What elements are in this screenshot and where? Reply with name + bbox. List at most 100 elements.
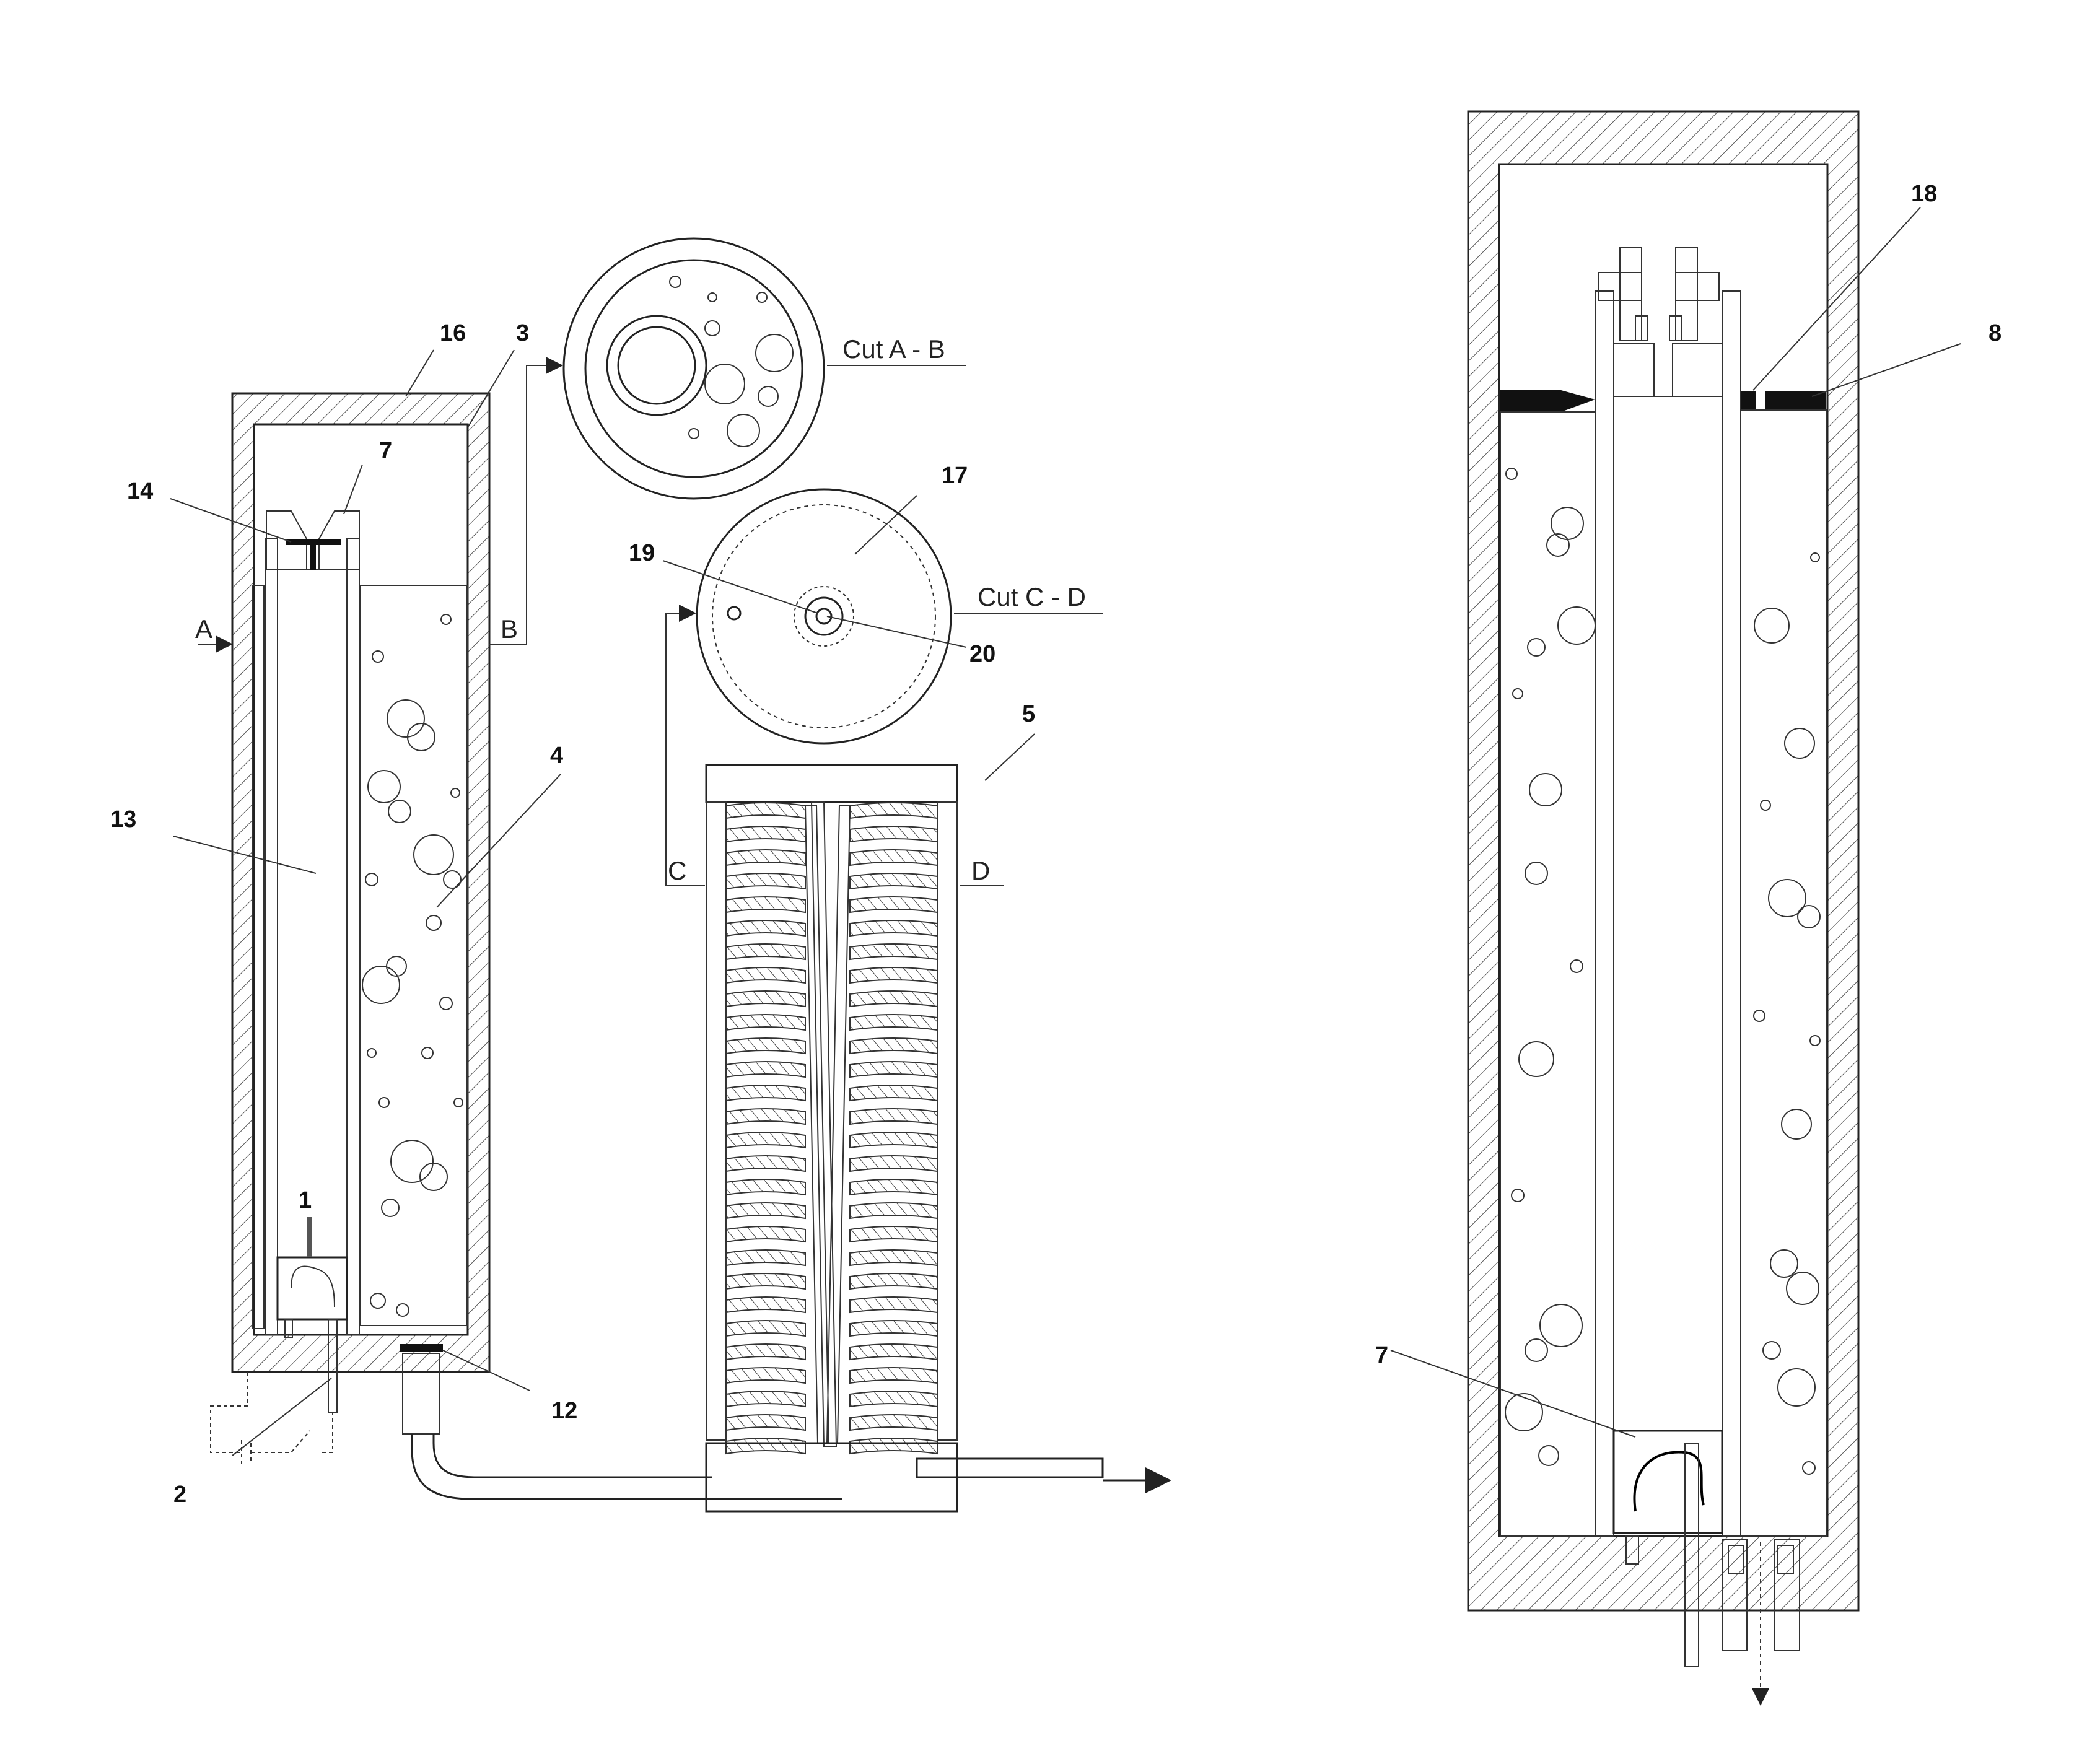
label-2: 2 <box>173 1482 186 1508</box>
label-16: 16 <box>440 320 466 346</box>
filter-disc-layer <box>850 1415 937 1430</box>
marker-b: B <box>501 614 518 644</box>
filter-disc-layer <box>850 944 937 959</box>
label-12: 12 <box>551 1398 577 1424</box>
filter-disc-layer <box>726 897 805 912</box>
marker-d: D <box>971 856 990 885</box>
tube-13-left-wall <box>265 539 278 1335</box>
filter-disc-layer <box>726 1273 805 1289</box>
top-plug-right <box>1673 344 1722 396</box>
cut-cd-label: Cut C - D <box>978 582 1086 611</box>
filter-disc-layer <box>850 1156 937 1171</box>
top-fitting-right <box>1676 248 1697 341</box>
filter-disc-layer <box>850 1344 937 1360</box>
label-19: 19 <box>629 540 655 566</box>
filter-disc-layer <box>726 1226 805 1242</box>
filter-disc-layer <box>726 1038 805 1054</box>
filter-discs <box>726 803 937 1454</box>
filter-disc-layer <box>850 826 937 842</box>
filter-disc-layer <box>726 1085 805 1101</box>
label-18: 18 <box>1911 181 1937 207</box>
filter-disc-layer <box>850 1085 937 1101</box>
cut-ab-section <box>564 238 824 499</box>
filter-top-cap <box>706 765 957 802</box>
filter-disc-layer <box>850 850 937 865</box>
filter-disc-layer <box>726 1062 805 1077</box>
valve-stem <box>310 542 316 570</box>
central-tube-right-wall <box>1722 291 1741 1536</box>
filter-disc-layer <box>726 1391 805 1407</box>
filter-disc-layer <box>850 1226 937 1242</box>
heater-wire <box>291 1266 335 1307</box>
membrane-8-right <box>1741 391 1826 409</box>
porous-plug-1 <box>278 1257 347 1319</box>
filter-disc-layer <box>850 991 937 1007</box>
filter-disc-layer <box>726 1415 805 1430</box>
filter-disc-layer <box>850 1062 937 1077</box>
marker-b-line <box>489 365 561 644</box>
filter-disc-dashed <box>712 505 935 728</box>
label-17: 17 <box>942 463 968 489</box>
filter-disc-layer <box>726 1250 805 1265</box>
filter-disc-layer <box>850 1109 937 1124</box>
filter-disc-layer <box>726 991 805 1007</box>
bubbles-cut-ab <box>670 276 793 447</box>
bubbles-left <box>362 614 463 1316</box>
filter-disc-layer <box>726 1109 805 1124</box>
right-porous-left <box>1500 412 1595 1536</box>
core-ring <box>794 587 854 646</box>
label-5: 5 <box>1022 701 1035 727</box>
porous-filling-4 <box>361 585 467 1325</box>
bubbles-right <box>1505 468 1820 1474</box>
top-fitting-left <box>1620 248 1642 341</box>
filter-disc-layer <box>726 967 805 983</box>
filter-disc-layer <box>850 873 937 889</box>
label-14: 14 <box>127 478 153 504</box>
vent-hole <box>728 607 740 619</box>
filter-disc-layer <box>850 1273 937 1289</box>
tube-13-bore <box>278 570 347 1257</box>
right-porous-right <box>1741 410 1826 1536</box>
filter-disc-layer <box>850 1368 937 1383</box>
central-tube-left-wall <box>1595 291 1614 1536</box>
filter-disc-layer <box>726 1203 805 1218</box>
filter-disc-layer <box>726 1132 805 1148</box>
filter-disc-layer <box>726 1156 805 1171</box>
filter-disc-layer <box>726 944 805 959</box>
cut-ab-tube <box>607 316 706 415</box>
cut-ab-label: Cut A - B <box>842 334 945 364</box>
filter-stack-5 <box>706 765 1168 1511</box>
gas-pipe-outer <box>434 1434 712 1477</box>
right-heater-wire <box>1634 1452 1704 1511</box>
label-1: 1 <box>299 1187 312 1213</box>
tube-13-right-wall <box>347 539 359 1335</box>
filter-disc-layer <box>850 1250 937 1265</box>
filter-disc-layer <box>850 1132 937 1148</box>
membrane-8-left <box>1500 390 1595 412</box>
filter-disc-layer <box>850 967 937 983</box>
label-7-right: 7 <box>1375 1342 1388 1368</box>
filter-left-wall <box>706 802 726 1440</box>
filter-disc-layer <box>726 1368 805 1383</box>
marker-a: A <box>195 614 212 644</box>
filter-disc-layer <box>850 920 937 936</box>
filter-disc-layer <box>850 1203 937 1218</box>
filter-disc-layer <box>726 1015 805 1030</box>
marker-c-line <box>666 613 705 886</box>
central-tube-bore <box>1614 396 1722 1431</box>
filter-disc-17 <box>697 489 951 743</box>
filter-disc-layer <box>850 1438 937 1454</box>
marker-c: C <box>668 856 686 885</box>
core-19 <box>805 598 842 635</box>
label-20: 20 <box>969 641 995 667</box>
outlet-pipe <box>917 1459 1103 1477</box>
filter-disc-layer <box>850 1391 937 1407</box>
filter-disc-layer <box>726 920 805 936</box>
filter-disc-layer <box>850 1038 937 1054</box>
label-4: 4 <box>550 743 563 769</box>
label-8: 8 <box>1988 320 2002 346</box>
right-container-wall <box>1468 111 1858 1610</box>
filter-disc-layer <box>726 826 805 842</box>
label-13: 13 <box>110 806 136 832</box>
